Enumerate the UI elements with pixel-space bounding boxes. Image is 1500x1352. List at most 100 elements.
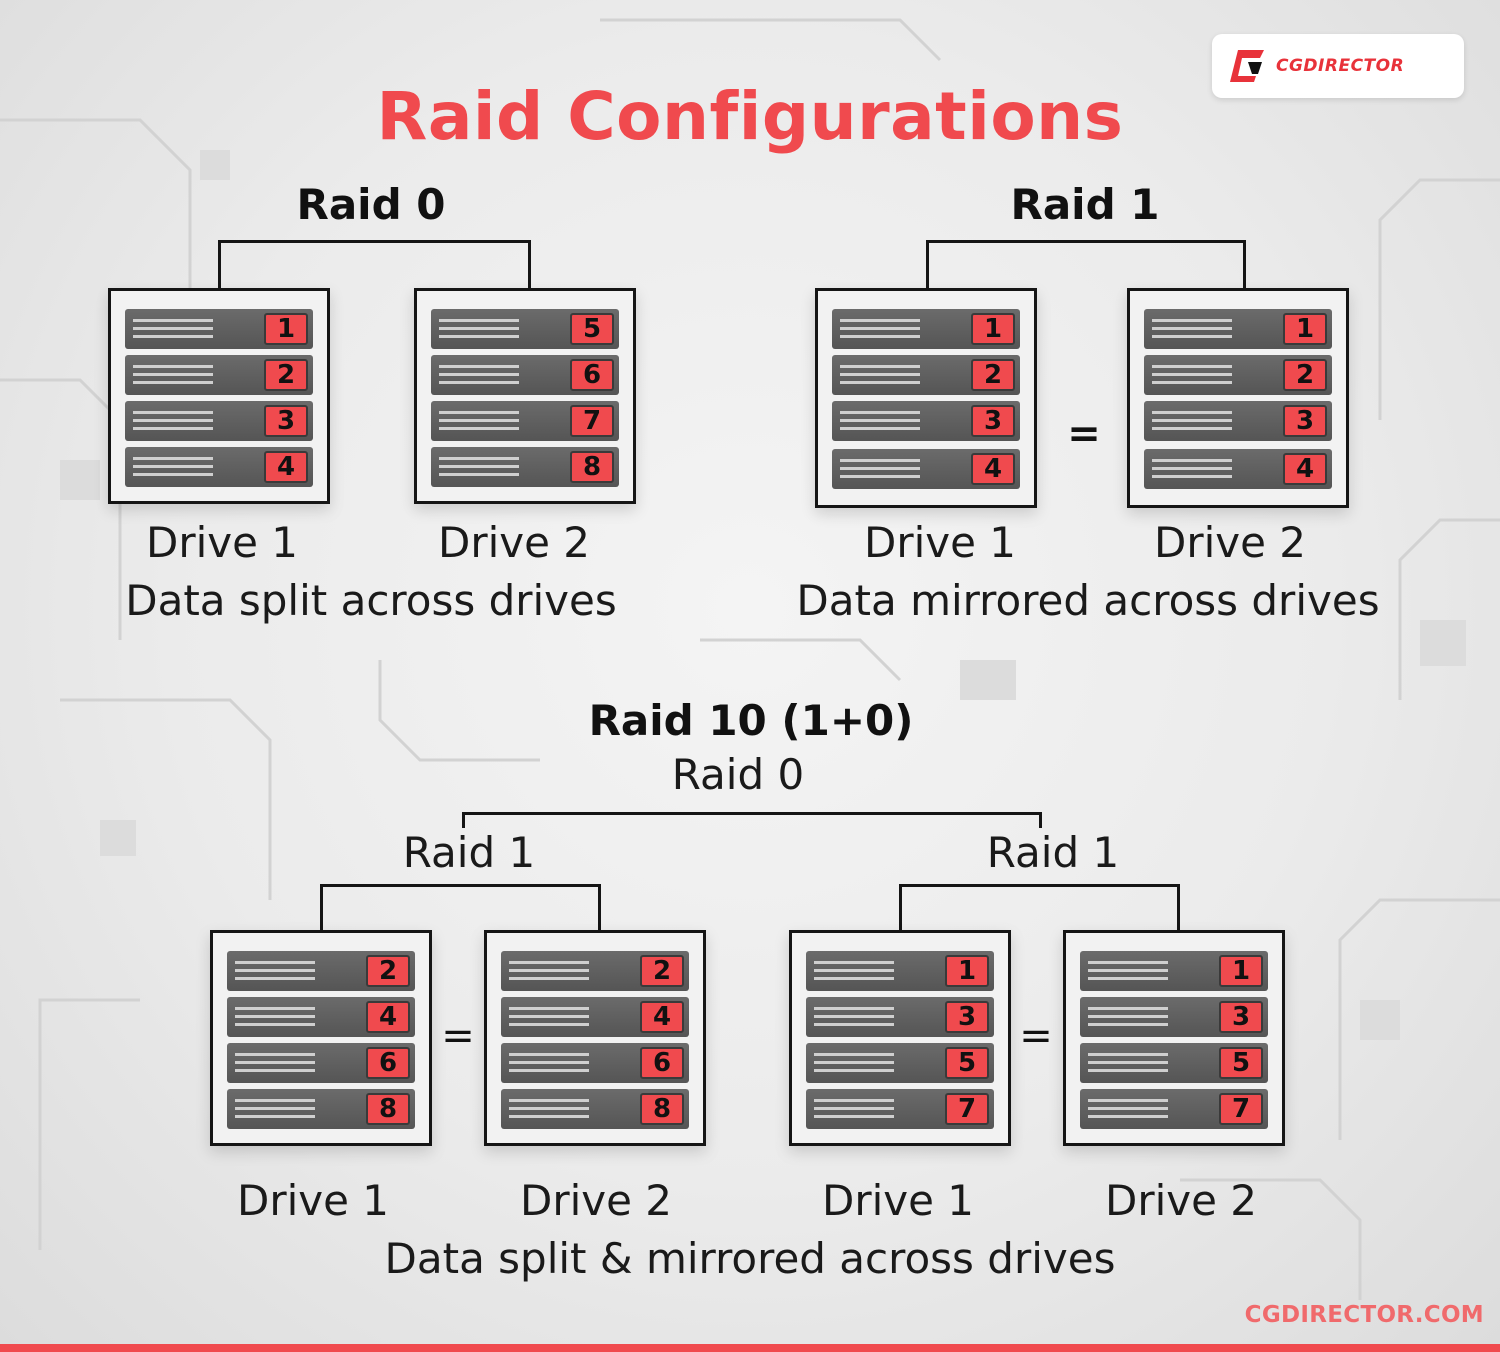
raid1-bracket xyxy=(926,240,1246,290)
raid10-group1-drive-1-label: Drive 1 xyxy=(236,1176,390,1225)
raid10-caption: Data split & mirrored across drives xyxy=(384,1234,1116,1283)
footer-accent-bar xyxy=(0,1344,1500,1352)
drive-slot: 3 xyxy=(832,401,1020,441)
data-block: 4 xyxy=(1283,453,1327,485)
raid10-group2-equals-sign: = xyxy=(1019,1013,1053,1059)
raid1-drive-2-label: Drive 2 xyxy=(1153,518,1307,567)
drive-slot: 7 xyxy=(431,401,619,441)
data-block: 8 xyxy=(640,1093,684,1125)
raid0-heading: Raid 0 xyxy=(296,180,446,229)
data-block: 6 xyxy=(366,1047,410,1079)
page-title: Raid Configurations xyxy=(376,78,1124,155)
raid10-group1-drive-1: 2 4 6 8 xyxy=(210,930,432,1146)
raid1-heading: Raid 1 xyxy=(1010,180,1160,229)
raid10-group2-label: Raid 1 xyxy=(986,828,1120,877)
data-block: 4 xyxy=(971,453,1015,485)
drive-slot: 8 xyxy=(431,447,619,487)
drive-slot: 2 xyxy=(1144,355,1332,395)
data-block: 3 xyxy=(971,405,1015,437)
data-block: 3 xyxy=(1219,1001,1263,1033)
data-block: 5 xyxy=(1219,1047,1263,1079)
data-block: 2 xyxy=(366,955,410,987)
data-block: 2 xyxy=(1283,359,1327,391)
raid0-bracket xyxy=(218,240,531,290)
raid10-group2-drive-1: 1 3 5 7 xyxy=(789,930,1011,1146)
raid10-group1-drive-2-label: Drive 2 xyxy=(519,1176,673,1225)
drive-slot: 2 xyxy=(227,951,415,991)
data-block: 5 xyxy=(945,1047,989,1079)
drive-slot: 6 xyxy=(227,1043,415,1083)
data-block: 1 xyxy=(971,313,1015,345)
drive-slot: 1 xyxy=(1144,309,1332,349)
drive-slot: 6 xyxy=(501,1043,689,1083)
drive-slot: 5 xyxy=(1080,1043,1268,1083)
drive-slot: 2 xyxy=(832,355,1020,395)
cgdirector-logo: CGDIRECTOR xyxy=(1212,34,1464,98)
raid10-group1-drive-2: 2 4 6 8 xyxy=(484,930,706,1146)
data-block: 1 xyxy=(1219,955,1263,987)
drive-slot: 2 xyxy=(501,951,689,991)
drive-slot: 4 xyxy=(501,997,689,1037)
raid1-equals-sign: = xyxy=(1067,411,1101,457)
data-block: 2 xyxy=(640,955,684,987)
data-block: 3 xyxy=(945,1001,989,1033)
raid0-caption: Data split across drives xyxy=(125,576,617,625)
raid0-drive-1-label: Drive 1 xyxy=(145,518,299,567)
data-block: 2 xyxy=(971,359,1015,391)
raid1-drive-1-label: Drive 1 xyxy=(863,518,1017,567)
drive-slot: 1 xyxy=(806,951,994,991)
data-block: 4 xyxy=(366,1001,410,1033)
drive-slot: 2 xyxy=(125,355,313,395)
data-block: 6 xyxy=(640,1047,684,1079)
data-block: 8 xyxy=(366,1093,410,1125)
data-block: 4 xyxy=(640,1001,684,1033)
raid10-group2-drive-2-label: Drive 2 xyxy=(1104,1176,1258,1225)
drive-slot: 1 xyxy=(1080,951,1268,991)
raid10-group2-drive-2: 1 3 5 7 xyxy=(1063,930,1285,1146)
raid10-heading: Raid 10 (1+0) xyxy=(588,696,914,745)
raid0-drive-2-label: Drive 2 xyxy=(437,518,591,567)
raid1-caption: Data mirrored across drives xyxy=(796,576,1380,625)
drive-slot: 6 xyxy=(431,355,619,395)
drive-slot: 8 xyxy=(227,1089,415,1129)
data-block: 1 xyxy=(264,313,308,345)
drive-slot: 4 xyxy=(1144,449,1332,489)
drive-slot: 5 xyxy=(806,1043,994,1083)
drive-slot: 3 xyxy=(806,997,994,1037)
raid10-group1-label: Raid 1 xyxy=(402,828,536,877)
drive-slot: 5 xyxy=(431,309,619,349)
footer-url: CGDIRECTOR.COM xyxy=(1244,1302,1484,1328)
drive-slot: 1 xyxy=(832,309,1020,349)
drive-slot: 1 xyxy=(125,309,313,349)
data-block: 4 xyxy=(264,451,308,483)
raid10-group2-bracket xyxy=(899,884,1180,932)
data-block: 1 xyxy=(945,955,989,987)
raid10-group2-drive-1-label: Drive 1 xyxy=(821,1176,975,1225)
raid10-group1-equals-sign: = xyxy=(441,1013,475,1059)
drive-slot: 3 xyxy=(1144,401,1332,441)
data-block: 1 xyxy=(1283,313,1327,345)
data-block: 3 xyxy=(1283,405,1327,437)
data-block: 6 xyxy=(570,359,614,391)
drive-slot: 8 xyxy=(501,1089,689,1129)
data-block: 2 xyxy=(264,359,308,391)
data-block: 7 xyxy=(570,405,614,437)
drive-slot: 3 xyxy=(1080,997,1268,1037)
drive-slot: 7 xyxy=(806,1089,994,1129)
raid10-top-label: Raid 0 xyxy=(671,750,805,799)
cgdirector-logo-icon xyxy=(1230,50,1264,82)
raid1-drive-2: 1 2 3 4 xyxy=(1127,288,1349,508)
raid10-top-bracket xyxy=(462,812,1042,828)
logo-text: CGDIRECTOR xyxy=(1276,56,1405,76)
drive-slot: 7 xyxy=(1080,1089,1268,1129)
drive-slot: 4 xyxy=(125,447,313,487)
raid1-drive-1: 1 2 3 4 xyxy=(815,288,1037,508)
data-block: 3 xyxy=(264,405,308,437)
raid0-drive-1: 1 2 3 4 xyxy=(108,288,330,504)
drive-slot: 4 xyxy=(227,997,415,1037)
data-block: 8 xyxy=(570,451,614,483)
raid0-drive-2: 5 6 7 8 xyxy=(414,288,636,504)
drive-slot: 3 xyxy=(125,401,313,441)
data-block: 5 xyxy=(570,313,614,345)
